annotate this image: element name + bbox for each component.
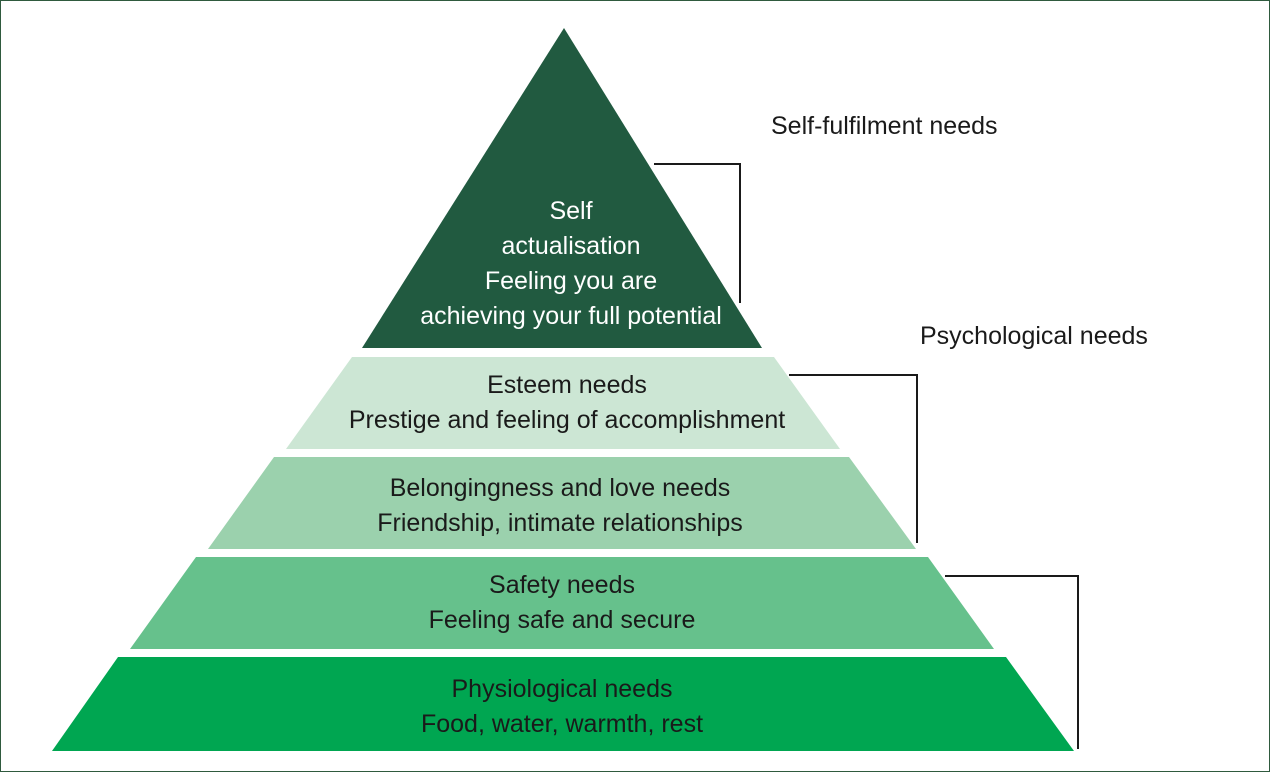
- tier-title-line: Self: [549, 197, 593, 225]
- tier-label-physiological: Physiological needs Food, water, warmth,…: [262, 672, 862, 742]
- tier-description: Friendship, intimate relationships: [377, 509, 743, 537]
- tier-esteem: [286, 357, 840, 449]
- tier-belongingness: [208, 457, 916, 549]
- bracket-psychological: [789, 374, 918, 543]
- tier-label-belongingness: Belongingness and love needs Friendship,…: [260, 471, 860, 541]
- tier-label-self-actualisation: Self actualisation Feeling you are achie…: [364, 194, 778, 334]
- group-label-psychological: Psychological needs: [920, 322, 1148, 350]
- tier-self-actualisation: [362, 28, 762, 348]
- tier-description: Food, water, warmth, rest: [420, 710, 704, 738]
- tier-description: Prestige and feeling of accomplishment: [348, 406, 786, 434]
- tier-description-line: Feeling you are: [484, 267, 658, 295]
- tier-physiological: [52, 657, 1074, 751]
- tier-label-esteem: Esteem needs Prestige and feeling of acc…: [267, 368, 867, 438]
- bracket-self-fulfilment: [654, 163, 741, 303]
- tier-safety: [130, 557, 994, 649]
- tier-title: Belongingness and love needs: [389, 474, 731, 502]
- tier-description-line: achieving your full potential: [420, 302, 722, 330]
- tier-title: Physiological needs: [451, 675, 673, 703]
- group-label-self-fulfilment: Self-fulfilment needs: [771, 112, 998, 140]
- tier-title-line: actualisation: [501, 232, 641, 260]
- bracket-basic: [945, 575, 1079, 749]
- tier-description: Feeling safe and secure: [428, 606, 696, 634]
- tier-label-safety: Safety needs Feeling safe and secure: [262, 568, 862, 638]
- tier-title: Esteem needs: [487, 371, 647, 399]
- tier-title: Safety needs: [489, 571, 635, 599]
